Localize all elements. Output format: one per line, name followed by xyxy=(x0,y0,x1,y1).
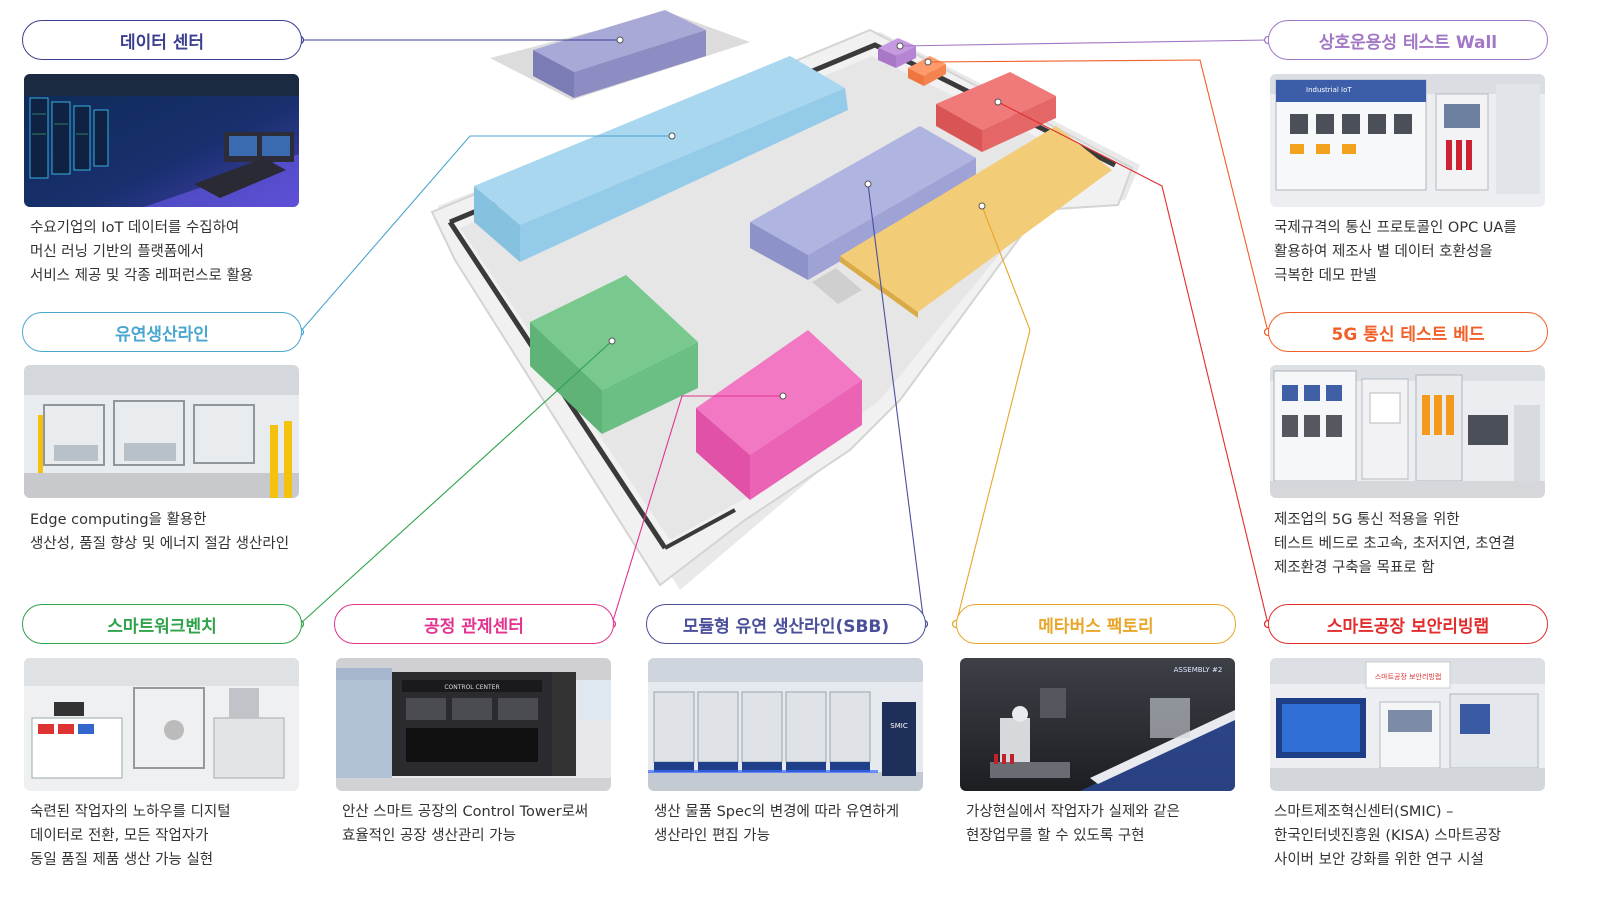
desc-security-lab-line: 한국인터넷진흥원 (KISA) 스마트공장 xyxy=(1274,828,1502,844)
desc-interop-wall-line: 국제규격의 통신 프로토콜인 OPC UA를 xyxy=(1274,220,1517,236)
desc-metaverse-factory: 가상현실에서 작업자가 실제와 같은 현장업무를 할 수 있도록 구현 xyxy=(966,800,1180,848)
label-smart-workbench[interactable]: 스마트워크벤치 xyxy=(22,604,302,644)
photo-security-sign: 스마트공장 보안리빙랩 xyxy=(1375,672,1442,681)
desc-control-center-line: 효율적인 공장 생산관리 가능 xyxy=(342,828,516,844)
photo-control-center: CONTROL CENTER xyxy=(336,658,611,791)
desc-control-center-line: 안산 스마트 공장의 Control Tower로써 xyxy=(342,804,589,820)
block-5g-left xyxy=(908,68,924,86)
label-interop-wall[interactable]: 상호운용성 테스트 Wall xyxy=(1268,20,1548,60)
label-5g-testbed[interactable]: 5G 통신 테스트 베드 xyxy=(1268,312,1548,352)
label-control-center[interactable]: 공정 관제센터 xyxy=(334,604,614,644)
photo-flexible-line xyxy=(24,365,299,498)
desc-flexible-line-line: 생산성, 품질 향상 및 에너지 절감 생산라인 xyxy=(30,536,290,552)
photo-metaverse-factory: ASSEMBLY #2 xyxy=(960,658,1235,791)
desc-security-lab: 스마트제조혁신센터(SMIC) – 한국인터넷진흥원 (KISA) 스마트공장 … xyxy=(1274,800,1501,872)
desc-sbb-line: 생산 물품 Spec의 변경에 따라 유연하게 생산라인 편집 가능 xyxy=(654,800,899,848)
photo-security-lab: 스마트공장 보안리빙랩 xyxy=(1270,658,1545,791)
desc-flexible-line: Edge computing을 활용한 생산성, 품질 향상 및 에너지 절감 … xyxy=(30,508,289,556)
desc-interop-wall: 국제규격의 통신 프로토콜인 OPC UA를 활용하여 제조사 별 데이터 호환… xyxy=(1274,216,1517,288)
block-sbb-left xyxy=(750,222,808,280)
desc-smart-workbench-line: 동일 품질 제품 생산 가능 실현 xyxy=(30,852,214,868)
desc-datacenter: 수요기업의 IoT 데이터를 수집하여 머신 러닝 기반의 플랫폼에서 서비스 … xyxy=(30,216,253,288)
desc-interop-wall-line: 극복한 데모 판넬 xyxy=(1274,268,1377,284)
photo-sbb-sign: SMIC xyxy=(890,722,908,730)
desc-flexible-line-line: Edge computing을 활용한 xyxy=(30,512,207,528)
photo-metaverse-sign: ASSEMBLY #2 xyxy=(1174,666,1223,674)
label-metaverse-factory[interactable]: 메타버스 팩토리 xyxy=(956,604,1236,644)
photo-interop-sign: Industrial IoT xyxy=(1306,86,1352,94)
desc-metaverse-factory-line: 가상현실에서 작업자가 실제와 같은 xyxy=(966,804,1180,820)
stairs xyxy=(812,268,862,304)
desc-sbb-line-line: 생산 물품 Spec의 변경에 따라 유연하게 xyxy=(654,804,900,820)
block-datacenter-left xyxy=(533,50,574,98)
label-sbb-line[interactable]: 모듈형 유연 생산라인(SBB) xyxy=(646,604,926,644)
label-flexible-line[interactable]: 유연생산라인 xyxy=(22,312,302,352)
desc-5g-testbed: 제조업의 5G 통신 적용을 위한 테스트 베드로 초고속, 초저지연, 초연결… xyxy=(1274,508,1515,580)
desc-control-center: 안산 스마트 공장의 Control Tower로써 효율적인 공장 생산관리 … xyxy=(342,800,588,848)
block-interop-right xyxy=(896,46,916,68)
desc-smart-workbench-line: 데이터로 전환, 모든 작업자가 xyxy=(30,828,209,844)
desc-security-lab-line: 사이버 보안 강화를 위한 연구 시설 xyxy=(1274,852,1484,868)
photo-5g-testbed xyxy=(1270,365,1545,498)
desc-datacenter-line: 서비스 제공 및 각종 레퍼런스로 활용 xyxy=(30,268,254,284)
photo-sbb-line: SMIC xyxy=(648,658,923,791)
desc-metaverse-factory-line: 현장업무를 할 수 있도록 구현 xyxy=(966,828,1145,844)
photo-interop-wall: Industrial IoT xyxy=(1270,74,1545,207)
desc-5g-testbed-line: 제조업의 5G 통신 적용을 위한 xyxy=(1274,512,1460,528)
desc-sbb-line-line: 생산라인 편집 가능 xyxy=(654,828,770,844)
desc-smart-workbench-line: 숙련된 작업자의 노하우를 디지털 xyxy=(30,804,231,820)
photo-datacenter xyxy=(24,74,299,207)
block-interop-left xyxy=(878,48,896,68)
block-datacenter-right xyxy=(574,30,706,98)
block-sbb-top xyxy=(750,126,976,255)
label-security-lab[interactable]: 스마트공장 보안리빙랩 xyxy=(1268,604,1548,644)
desc-5g-testbed-line: 테스트 베드로 초고속, 초저지연, 초연결 xyxy=(1274,536,1516,552)
desc-datacenter-line: 수요기업의 IoT 데이터를 수집하여 xyxy=(30,220,240,236)
desc-security-lab-line: 스마트제조혁신센터(SMIC) – xyxy=(1274,804,1454,820)
desc-5g-testbed-line: 제조환경 구축을 목표로 함 xyxy=(1274,560,1435,576)
photo-smart-workbench xyxy=(24,658,299,791)
photo-control-sign: CONTROL CENTER xyxy=(444,684,499,691)
desc-smart-workbench: 숙련된 작업자의 노하우를 디지털 데이터로 전환, 모든 작업자가 동일 품질… xyxy=(30,800,231,872)
desc-interop-wall-line: 활용하여 제조사 별 데이터 호환성을 xyxy=(1274,244,1493,260)
desc-datacenter-line: 머신 러닝 기반의 플랫폼에서 xyxy=(30,244,204,260)
label-datacenter[interactable]: 데이터 센터 xyxy=(22,20,302,60)
